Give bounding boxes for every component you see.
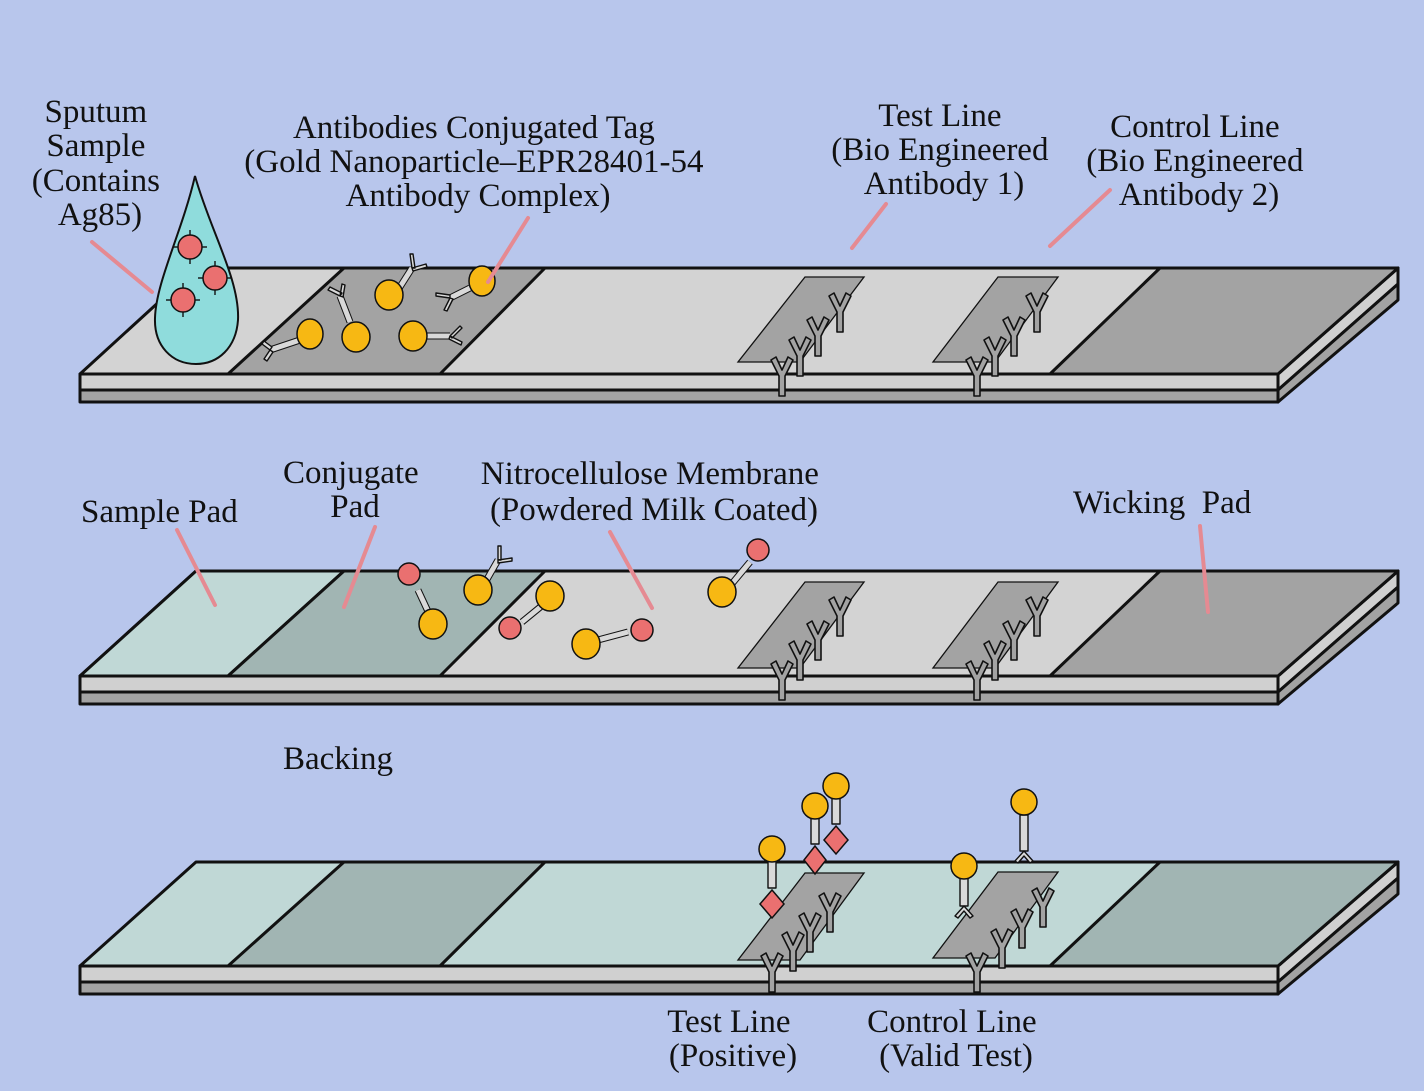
- gold-antibody-conjugates: [261, 253, 496, 362]
- label-test-line-antibody-1: Test Line (Bio Engineered Antibody 1): [831, 98, 1056, 202]
- strip-front-backing: [78, 388, 1280, 404]
- strip-front-backing: [78, 980, 1280, 996]
- control-line-zone: [931, 871, 1060, 959]
- strip-flow: Sample Pad Conjugate Pad Nitrocellulose …: [78, 455, 1400, 777]
- leader-sputum: [90, 240, 154, 294]
- label-wicking-pad: Wicking Pad: [1073, 485, 1252, 521]
- label-conjugate-pad: Conjugate Pad: [283, 455, 427, 525]
- leader-sample-pad: [175, 528, 217, 607]
- strip-result: Test Line (Positive) Control Line (Valid…: [78, 772, 1400, 1074]
- leader-control-line: [1048, 188, 1112, 248]
- strip-front-top: [78, 372, 1280, 392]
- sputum-droplet: [153, 175, 240, 366]
- label-conjugated-tag: Antibodies Conjugated Tag (Gold Nanopart…: [244, 110, 711, 214]
- control-line-captured-conjugates: [950, 788, 1055, 993]
- leader-test-line: [850, 202, 888, 250]
- wicking-pad-zone: [1048, 266, 1400, 376]
- strip-front-backing: [78, 690, 1280, 706]
- label-backing: Backing: [283, 741, 393, 777]
- strip-overview: Sputum Sample (Contains Ag85) Antibodies…: [32, 94, 1400, 404]
- leader-conjugate-pad: [342, 525, 377, 609]
- wicking-pad-zone: [1048, 569, 1400, 678]
- test-line-sandwich-complexes: [758, 772, 850, 993]
- label-nitrocellulose-membrane: Nitrocellulose Membrane (Powdered Milk C…: [481, 456, 827, 528]
- migrating-conjugates: [397, 538, 770, 660]
- label-sputum-sample: Sputum Sample (Contains Ag85): [32, 94, 169, 233]
- wicking-pad-zone: [1048, 860, 1400, 968]
- leader-conjugate-tag: [486, 216, 530, 284]
- label-control-line-antibody-2: Control Line (Bio Engineered Antibody 2): [1086, 109, 1311, 213]
- leader-membrane: [608, 530, 654, 610]
- conjugate-pad-zone: [226, 860, 547, 968]
- label-test-line-positive: Test Line (Positive): [667, 1004, 798, 1074]
- ag85-antigen: [166, 230, 232, 317]
- label-sample-pad: Sample Pad: [81, 494, 238, 530]
- label-control-line-valid: Control Line (Valid Test): [867, 1004, 1045, 1074]
- strip-front-top: [78, 674, 1280, 694]
- strip-front-top: [78, 964, 1280, 984]
- leader-wicking-pad: [1198, 524, 1210, 614]
